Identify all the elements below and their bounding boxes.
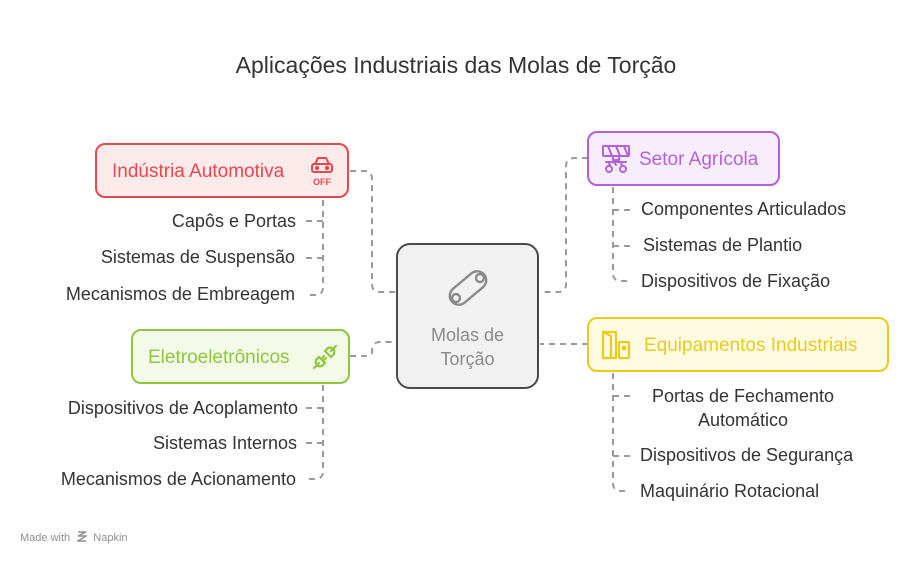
center-label: Molas de Torção bbox=[398, 323, 537, 371]
industrial-item-2: Dispositivos de Segurança bbox=[640, 445, 854, 465]
electronics-item-3: Mecanismos de Acionamento bbox=[60, 469, 296, 489]
connector-electronics bbox=[350, 341, 396, 357]
category-automotive-label: Indústria Automotiva bbox=[112, 161, 285, 182]
connector-agriculture bbox=[540, 157, 588, 293]
industrial-item-3: Maquinário Rotacional bbox=[640, 481, 820, 501]
category-automotive: Indústria Automotiva OFF bbox=[95, 143, 349, 198]
harvester-icon bbox=[600, 143, 632, 180]
category-agriculture-label: Setor Agrícola bbox=[639, 149, 759, 170]
car-off-badge: OFF bbox=[313, 177, 331, 187]
electronics-item-2: Sistemas Internos bbox=[152, 433, 297, 453]
plug-icon bbox=[311, 343, 339, 376]
category-industrial: Equipamentos Industriais bbox=[587, 317, 889, 372]
connector-automotive bbox=[350, 170, 396, 293]
footer-watermark: Made with Napkin bbox=[20, 531, 128, 544]
diagram-title: Aplicações Industriais das Molas de Torç… bbox=[235, 52, 677, 78]
industrial-item-1: Portas de Fechamento Automático bbox=[632, 384, 854, 432]
connector-electronics-items bbox=[306, 385, 324, 480]
automotive-item-3: Mecanismos de Embreagem bbox=[65, 284, 295, 304]
electronics-item-1: Dispositivos de Acoplamento bbox=[67, 398, 298, 418]
napkin-logo-icon bbox=[75, 531, 89, 544]
chain-link-icon bbox=[444, 265, 492, 318]
category-industrial-label: Equipamentos Industriais bbox=[644, 335, 858, 356]
category-electronics: Eletroeletrônicos bbox=[131, 329, 350, 384]
connector-industrial-items bbox=[612, 373, 630, 492]
footer-made-with: Made with bbox=[20, 532, 71, 544]
door-device-icon bbox=[600, 329, 632, 366]
industrial-item-1-text: Portas de Fechamento Automático bbox=[651, 386, 835, 430]
car-off-icon: OFF bbox=[308, 155, 336, 192]
agriculture-item-1: Componentes Articulados bbox=[641, 199, 847, 219]
agriculture-item-2: Sistemas de Plantio bbox=[643, 235, 803, 255]
automotive-item-2: Sistemas de Suspensão bbox=[100, 247, 295, 267]
center-label-line1: Molas de bbox=[430, 325, 505, 345]
category-electronics-label: Eletroeletrônicos bbox=[148, 347, 290, 368]
category-agriculture: Setor Agrícola bbox=[587, 131, 780, 186]
center-label-line2: Torção bbox=[440, 349, 495, 369]
agriculture-item-3: Dispositivos de Fixação bbox=[641, 271, 831, 291]
footer-brand: Napkin bbox=[93, 532, 128, 544]
connector-automotive-items bbox=[306, 200, 324, 296]
automotive-item-1: Capôs e Portas bbox=[171, 211, 296, 231]
connector-agriculture-items bbox=[612, 187, 630, 282]
center-node: Molas de Torção bbox=[396, 243, 539, 389]
